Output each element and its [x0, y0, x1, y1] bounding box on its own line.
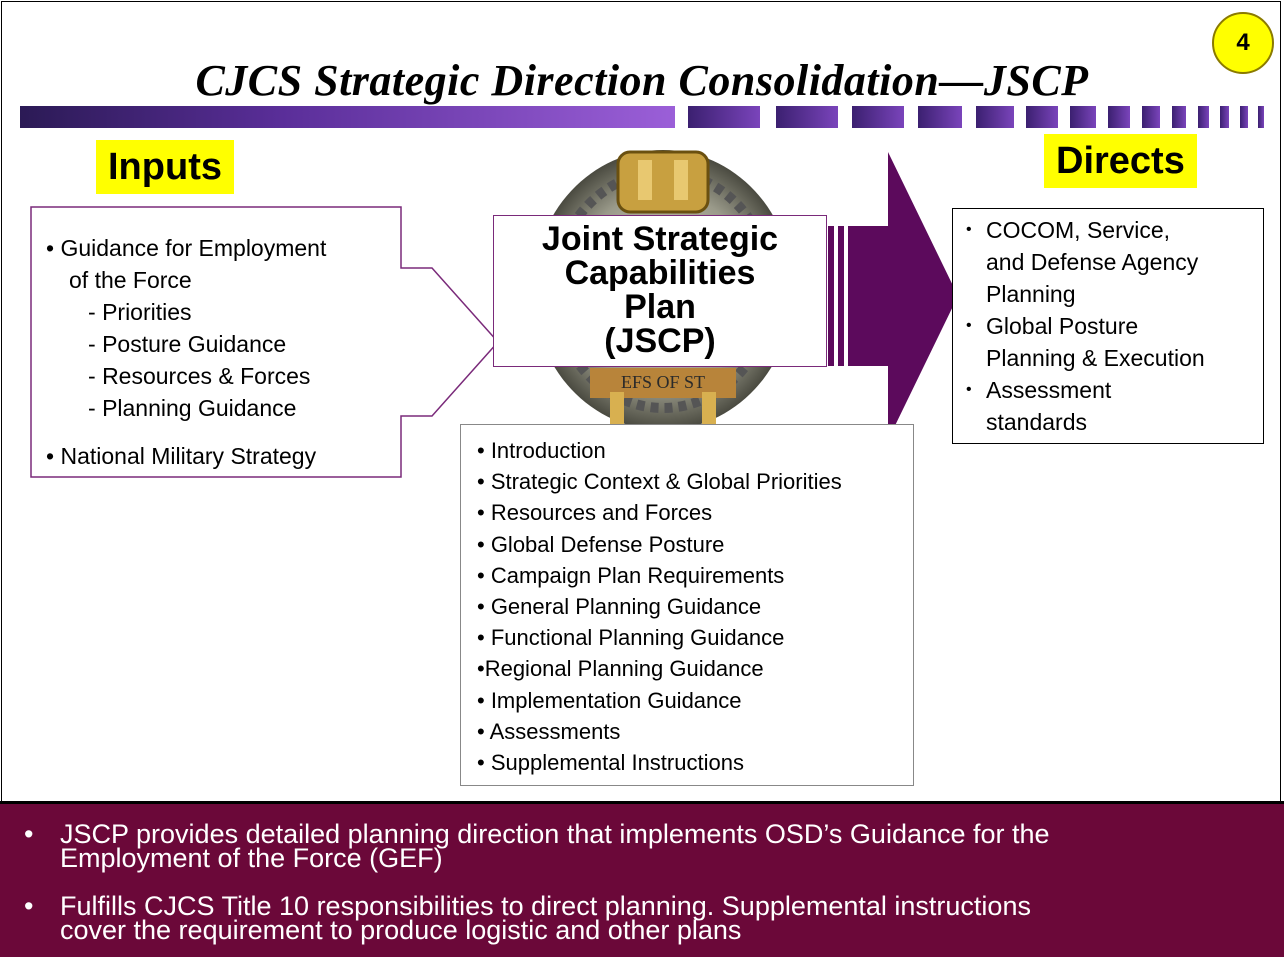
bar-segment — [1198, 106, 1209, 128]
inputs-subitem: - Priorities — [88, 299, 192, 325]
contents-item: • Strategic Context & Global Priorities — [477, 469, 842, 495]
jscp-line: (JSCP) — [604, 322, 716, 360]
jscp-contents-list: • Introduction • Strategic Context & Glo… — [477, 435, 842, 778]
directs-item: • Assessment standards — [966, 377, 1112, 435]
directs-label: Directs — [1044, 134, 1197, 188]
title-underline-bar — [20, 106, 675, 128]
bar-segment — [1172, 106, 1186, 128]
contents-item: • Campaign Plan Requirements — [477, 562, 785, 588]
bar-segment — [776, 106, 838, 128]
jscp-line: Joint Strategic — [541, 220, 779, 258]
inputs-subitem: - Planning Guidance — [88, 395, 297, 421]
contents-item: •Regional Planning Guidance — [477, 656, 764, 682]
bar-segment — [918, 106, 962, 128]
inputs-label: Inputs — [96, 140, 234, 194]
medal-inscription: EFS OF ST — [621, 372, 705, 392]
directs-item: • COCOM, Service, and Defense Agency Pla… — [966, 217, 1199, 307]
directs-list: • COCOM, Service, and Defense Agency Pla… — [966, 214, 1205, 438]
bar-segment — [1258, 106, 1264, 128]
jscp-line: Capabilities — [564, 254, 756, 292]
bar-segment — [852, 106, 904, 128]
bar-segment — [976, 106, 1014, 128]
inputs-item-cont: of the Force — [69, 267, 192, 293]
inputs-list: • Guidance for Employment of the Force -… — [46, 232, 326, 472]
contents-item: • Global Defense Posture — [477, 531, 725, 557]
inputs-item: • Guidance for Employment — [46, 235, 327, 261]
inputs-subitem: - Resources & Forces — [88, 363, 311, 389]
page-number-badge: 4 — [1212, 12, 1274, 74]
bar-segment — [1220, 106, 1229, 128]
directs-box — [952, 208, 1264, 444]
contents-item: • Functional Planning Guidance — [477, 625, 785, 651]
bar-segment — [1026, 106, 1058, 128]
jscp-title-box: Joint Strategic Capabilities Plan (JSCP) — [493, 215, 827, 367]
slide-title: CJCS Strategic Direction Consolidation—J… — [195, 56, 1089, 105]
bar-segment — [1070, 106, 1096, 128]
contents-item: • General Planning Guidance — [477, 594, 762, 620]
bar-segment — [1108, 106, 1130, 128]
summary-bullet: • JSCP provides detailed planning direct… — [24, 819, 1050, 873]
contents-item: • Supplemental Instructions — [477, 750, 744, 776]
jscp-line: Plan — [624, 288, 696, 326]
directs-arrow-icon — [828, 152, 958, 440]
contents-item: • Resources and Forces — [477, 500, 713, 526]
bar-segment — [1240, 106, 1248, 128]
directs-item: • Global Posture Planning & Execution — [966, 313, 1205, 371]
inputs-subitem: - Posture Guidance — [88, 331, 287, 357]
contents-item: • Implementation Guidance — [477, 687, 742, 713]
contents-item: • Introduction — [477, 438, 606, 463]
summary-bullet: • Fulfills CJCS Title 10 responsibilitie… — [24, 891, 1031, 945]
summary-band: • JSCP provides detailed planning direct… — [0, 801, 1284, 957]
inputs-item: • National Military Strategy — [46, 443, 317, 469]
contents-item: • Assessments — [477, 718, 621, 744]
bar-segment — [688, 106, 760, 128]
bar-segment — [1142, 106, 1160, 128]
inputs-arrow-shape — [30, 206, 500, 478]
jscp-contents-box — [460, 424, 914, 786]
